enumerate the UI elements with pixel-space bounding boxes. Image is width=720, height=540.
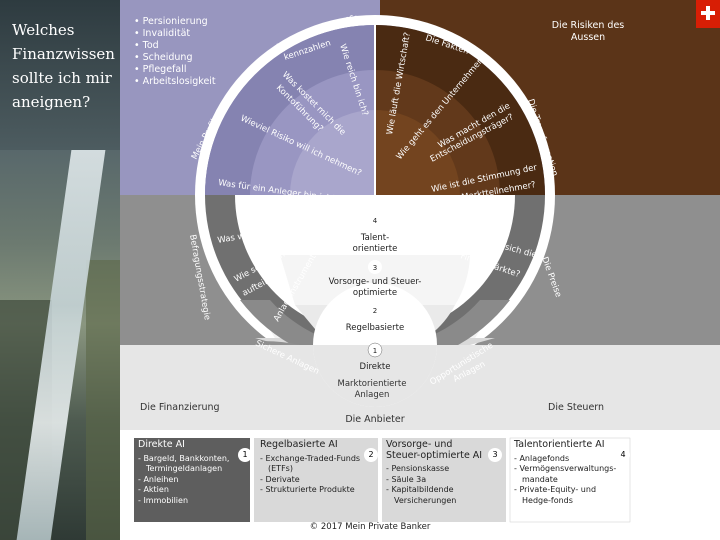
list-item: Vermögensverwaltungs-mandate [519,464,618,485]
box-talent: Talentorientierte AI Anlagefonds Vermöge… [514,439,618,522]
taxes-label: Die Steuern [548,402,605,413]
level-3-label-a: Vorsorge- und Steuer- [329,277,422,287]
box-direkte: Direkte AI Bargeld, Bankkonten, Terminge… [138,439,246,522]
list-item: Bargeld, Bankkonten, Termingeldanlagen [143,454,246,475]
list-item: Arbeitslosigkeit [134,76,216,88]
level-4-circle [368,213,382,227]
list-item: Pflegefall [134,64,216,76]
list-item: Private-Equity- und Hedge-fonds [519,485,618,506]
level-4-label-b: orientierte [353,244,398,254]
market-label-a: Marktorientierte [338,379,407,389]
swiss-flag-icon [696,0,720,28]
lower-disc-left [230,341,300,345]
level-4-label-a: Talent- [360,233,389,243]
level-2-label: Regelbasierte [346,323,404,333]
list-item: Anlagefonds [519,454,618,465]
slide-title: Welches Finanzwissen sollte ich mir anei… [12,21,115,111]
list-item: Persionierung [134,16,216,28]
level-3-number: 3 [373,264,377,272]
list-item: Exchange-Traded-Funds (ETFs) [265,454,372,475]
list-item: Invalidität [134,28,216,40]
box-title: Direkte AI [138,439,185,450]
level-1-label: Direkte [360,362,391,372]
level-4-number: 4 [373,217,378,225]
photo-rock-right [86,260,120,540]
copyright: © 2017 Mein Private Banker [309,522,431,532]
level-1-circle [367,342,383,358]
waterfall-photo [0,0,120,540]
photo-sky [0,0,120,150]
financing-label: Die Finanzierung [140,402,220,413]
list-item: Säule 3a [391,475,486,486]
box-title: Regelbasierte AI [260,439,338,450]
level-3-circle [368,260,382,274]
list-item: Strukturierte Produkte [265,485,372,496]
life-events-list: Persionierung Invalidität Tod Scheidung … [134,16,216,88]
level-2-circle [368,303,382,317]
list-item: Scheidung [134,52,216,64]
providers-label: Die Anbieter [345,414,405,425]
market-label-b: Anlagen [355,390,390,400]
wheel-lower-band-3 [280,255,470,305]
wheel-upper-right-core [375,110,460,195]
market-half [313,345,437,407]
level-2-number: 2 [373,307,377,315]
list-item: Kapitalbildende Versicherungen [391,485,486,506]
list-item: Anleihen [143,475,246,486]
list-item: Aktien [143,485,246,496]
level-3-label-b: optimierte [353,288,397,298]
box-3-number: 3 [488,448,502,462]
list-item: Tod [134,40,216,52]
risks-label: Die Risiken des Aussen [551,20,625,43]
box-title: Vorsorge- und Steuer-optimierte AI [386,439,483,461]
box-title: Talentorientierte AI [514,439,605,450]
box-regelbasierte: Regelbasierte AI Exchange-Traded-Funds (… [260,439,372,522]
box-2-number: 2 [364,448,378,462]
list-item: Immobilien [143,496,246,507]
facts-panel-edge [696,28,720,195]
wheel-upper-left-core [290,110,375,195]
box-vorsorge: Vorsorge- und Steuer-optimierte AI Pensi… [386,439,486,522]
list-item: Pensionskasse [391,464,486,475]
level-1-number: 1 [373,347,377,355]
box-4-number: 4 [616,448,630,462]
box-1-number: 1 [238,448,252,462]
wheel-lower-band-4 [265,200,485,255]
list-item: Derivate [265,475,372,486]
